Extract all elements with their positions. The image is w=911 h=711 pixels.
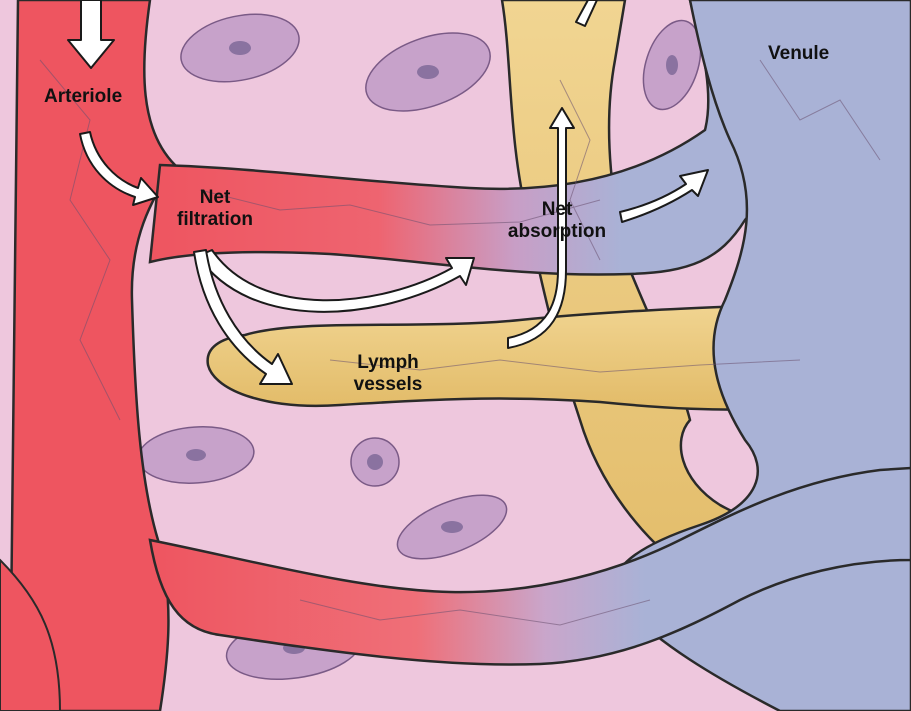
net-absorption-line1: Net	[492, 199, 622, 221]
cell-nucleus	[441, 521, 463, 533]
net-absorption-line2: absorption	[492, 221, 622, 243]
venule-label: Venule	[768, 43, 829, 65]
arteriole-label: Arteriole	[44, 86, 122, 108]
lymph-vessels-label: Lymph vessels	[328, 352, 448, 396]
net-filtration-line2: filtration	[160, 209, 270, 231]
cell-nucleus	[666, 55, 678, 75]
net-absorption-label: Net absorption	[492, 199, 622, 243]
cell-nucleus	[186, 449, 206, 461]
lymph-vessels-line1: Lymph	[328, 352, 448, 374]
cell-nucleus	[229, 41, 251, 55]
net-filtration-line1: Net	[160, 187, 270, 209]
net-filtration-label: Net filtration	[160, 187, 270, 231]
cell-nucleus	[417, 65, 439, 79]
lymph-vessels-line2: vessels	[328, 374, 448, 396]
cell-nucleus	[367, 454, 383, 470]
